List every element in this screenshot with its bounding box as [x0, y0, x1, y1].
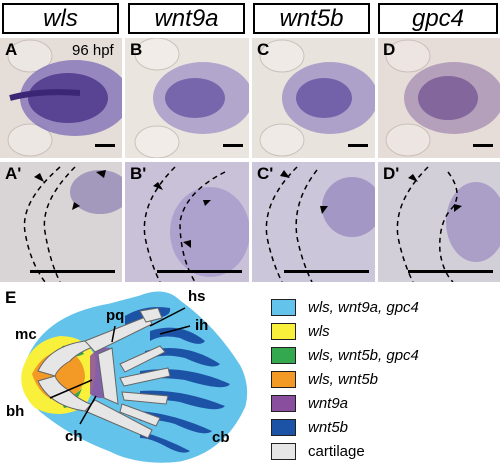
panel-e: E mc pq hs ih bh ch cb — [0, 286, 265, 469]
legend-item: wls, wnt5b, gpc4 — [271, 344, 419, 366]
panel-c-prime-label: C' — [257, 164, 274, 183]
stage-annotation: 96 hpf — [72, 42, 114, 59]
panel-b-label: B — [130, 40, 143, 59]
panel-b-prime-label: B' — [130, 164, 147, 183]
panel-b: B — [125, 38, 249, 158]
legend-swatch — [271, 442, 296, 460]
panel-a-image — [0, 38, 122, 158]
legend-item: wls, wnt5b — [271, 368, 378, 390]
scale-bar-d — [473, 144, 493, 147]
legend-label: wls — [308, 322, 330, 340]
header-wnt9a: wnt9a — [128, 3, 245, 34]
legend-label: wls, wnt9a, gpc4 — [308, 298, 419, 316]
legend-label: wls, wnt5b, gpc4 — [308, 346, 419, 364]
panel-d-label: D — [383, 40, 396, 59]
legend-label: wnt9a — [308, 394, 349, 412]
panel-c: C — [252, 38, 375, 158]
scale-bar-a — [95, 144, 115, 147]
panel-d-prime: D' — [378, 162, 500, 282]
legend-item: cartilage — [271, 440, 365, 462]
legend-label: cartilage — [308, 442, 365, 460]
scale-bar-c-prime — [284, 270, 369, 273]
panel-c-label: C — [257, 40, 270, 59]
legend-swatch — [271, 298, 296, 316]
legend-item: wls, wnt9a, gpc4 — [271, 296, 419, 318]
legend-item: wnt5b — [271, 416, 348, 438]
panel-a-prime-label: A' — [5, 164, 22, 183]
label-pq: pq — [106, 307, 125, 324]
scale-bar-c — [348, 144, 368, 147]
panel-a-prime-image — [0, 162, 122, 282]
label-bh: bh — [6, 403, 25, 420]
scale-bar-b-prime — [157, 270, 242, 273]
label-mc: mc — [15, 326, 37, 343]
panel-c-prime-image — [252, 162, 375, 282]
label-ch: ch — [65, 428, 83, 445]
panel-c-prime: C' — [252, 162, 375, 282]
legend-swatch — [271, 370, 296, 388]
panel-c-image — [252, 38, 375, 158]
panel-d-image — [378, 38, 500, 158]
panel-b-prime-image — [125, 162, 249, 282]
label-ih: ih — [195, 317, 209, 334]
panel-d-prime-label: D' — [383, 164, 400, 183]
scale-bar-d-prime — [408, 270, 493, 273]
scale-bar-b — [223, 144, 243, 147]
scale-bar-a-prime — [30, 270, 115, 273]
panel-d: D — [378, 38, 500, 158]
legend-swatch — [271, 322, 296, 340]
panel-b-image — [125, 38, 249, 158]
panel-d-prime-image — [378, 162, 500, 282]
legend-item: wnt9a — [271, 392, 348, 414]
header-wls: wls — [2, 3, 119, 34]
legend-label: wnt5b — [308, 418, 349, 436]
panel-a-prime: A' — [0, 162, 122, 282]
label-hs: hs — [188, 288, 206, 305]
header-wnt5b: wnt5b — [253, 3, 370, 34]
header-gpc4: gpc4 — [378, 3, 498, 34]
legend-swatch — [271, 418, 296, 436]
legend-swatch — [271, 346, 296, 364]
panel-b-prime: B' — [125, 162, 249, 282]
label-cb: cb — [212, 429, 230, 446]
cartilage-schematic — [21, 291, 248, 463]
legend-swatch — [271, 394, 296, 412]
legend-label: wls, wnt5b — [308, 370, 379, 388]
panel-e-label: E — [5, 288, 17, 307]
panel-a-label: A — [5, 40, 18, 59]
legend-item: wls — [271, 320, 330, 342]
panel-a: A 96 hpf — [0, 38, 122, 158]
